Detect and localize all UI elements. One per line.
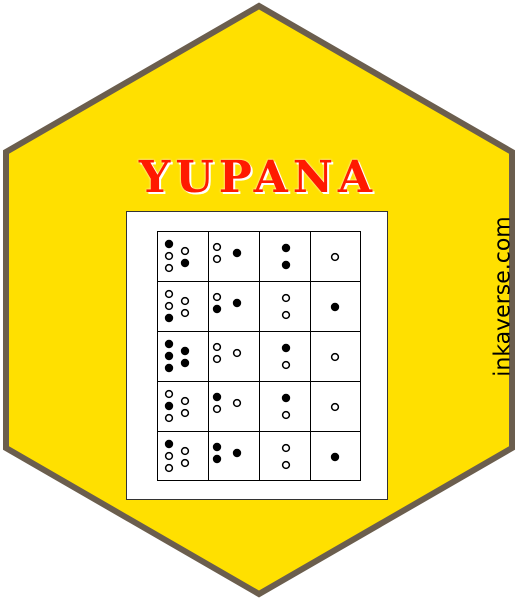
empty-bead	[180, 408, 190, 418]
yupana-board	[126, 211, 388, 500]
empty-bead	[164, 301, 174, 311]
empty-bead	[330, 402, 340, 412]
empty-bead	[180, 396, 190, 406]
empty-bead	[164, 289, 174, 299]
empty-bead	[164, 389, 174, 399]
filled-bead	[281, 393, 291, 403]
empty-bead	[180, 308, 190, 318]
filled-bead	[232, 248, 242, 258]
empty-bead	[212, 404, 222, 414]
filled-bead	[330, 452, 340, 462]
filled-bead	[164, 239, 174, 249]
empty-bead	[180, 246, 190, 256]
empty-bead	[281, 410, 291, 420]
empty-bead	[212, 292, 222, 302]
empty-bead	[330, 352, 340, 362]
empty-bead	[164, 413, 174, 423]
yupana-title: YUPANA	[138, 152, 378, 203]
filled-bead	[164, 363, 174, 373]
empty-bead	[164, 251, 174, 261]
empty-bead	[212, 242, 222, 252]
filled-bead	[281, 243, 291, 253]
empty-bead	[180, 458, 190, 468]
yupana-grid	[157, 231, 361, 481]
filled-bead	[212, 454, 222, 464]
filled-bead	[164, 439, 174, 449]
filled-bead	[164, 401, 174, 411]
website-text: inkaverse.com	[490, 215, 516, 377]
filled-bead	[164, 339, 174, 349]
filled-bead	[164, 313, 174, 323]
empty-bead	[212, 342, 222, 352]
filled-bead	[212, 442, 222, 452]
empty-bead	[164, 263, 174, 273]
filled-bead	[232, 298, 242, 308]
empty-bead	[212, 354, 222, 364]
filled-bead	[232, 448, 242, 458]
filled-bead	[212, 392, 222, 402]
empty-bead	[164, 451, 174, 461]
empty-bead	[281, 310, 291, 320]
empty-bead	[180, 296, 190, 306]
filled-bead	[281, 343, 291, 353]
empty-bead	[164, 463, 174, 473]
filled-bead	[180, 358, 190, 368]
empty-bead	[232, 348, 242, 358]
empty-bead	[330, 252, 340, 262]
filled-bead	[180, 258, 190, 268]
empty-bead	[281, 360, 291, 370]
empty-bead	[281, 460, 291, 470]
filled-bead	[212, 304, 222, 314]
website-text-box: inkaverse.com	[488, 198, 518, 394]
empty-bead	[180, 446, 190, 456]
filled-bead	[180, 346, 190, 356]
filled-bead	[281, 260, 291, 270]
filled-bead	[164, 351, 174, 361]
empty-bead	[281, 443, 291, 453]
empty-bead	[281, 293, 291, 303]
filled-bead	[330, 302, 340, 312]
empty-bead	[212, 254, 222, 264]
empty-bead	[232, 398, 242, 408]
